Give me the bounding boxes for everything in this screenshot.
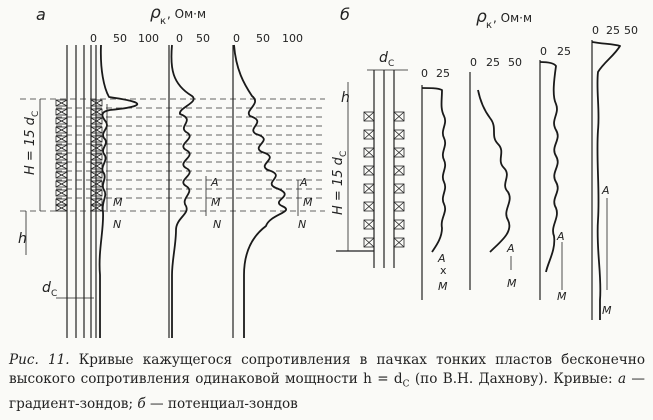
curve-a2-label-N: N [213, 218, 221, 231]
curve-b3 [539, 61, 559, 273]
panel-a-scale1-100: 100 [138, 32, 159, 45]
panel-b-scale3-25: 25 [557, 45, 571, 58]
curve-b2 [477, 89, 511, 253]
panel-b-scale4-0: 0 [592, 24, 599, 37]
curve-a2-label-A: A [210, 176, 219, 189]
curve-a3 [233, 44, 287, 338]
caption-a-text: — градиент-зондов; [9, 371, 645, 412]
curve-b1-marker: x [440, 264, 447, 277]
layer-boundaries [20, 98, 325, 212]
panel-b-rho-subscript: к [486, 20, 492, 31]
panel-b-scale1-0: 0 [421, 67, 428, 80]
curve-a3-label-A: A [299, 176, 308, 189]
panel-a-rho-subscript: к [160, 16, 166, 27]
panel-b-scale2-0: 0 [470, 56, 477, 69]
curve-a1-label-M: M [113, 196, 123, 209]
panel-b-scale4-50: 50 [624, 24, 638, 37]
curve-a1-label-N: N [113, 218, 121, 231]
panel-b-scale2-50: 50 [508, 56, 522, 69]
curve-b3-label-M: M [557, 290, 567, 303]
H-dimension-subscript: C [31, 111, 41, 117]
thin-layers-b [363, 111, 405, 248]
panel-a-scale2-0: 0 [176, 32, 183, 45]
curve-b1-label-M: M [438, 280, 448, 293]
figure: а ρ к , Ом·м 0 50 100 0 50 0 50 100 [18, 3, 638, 338]
figure-caption: Рис. 11. Кривые кажущегося сопротивления… [9, 351, 645, 414]
panel-b-rho-symbol: ρ [476, 7, 487, 27]
panel-a-rho-unit: , Ом·м [167, 7, 206, 21]
panel-a-scale2-50: 50 [196, 32, 210, 45]
panel-b-scale2-25: 25 [486, 56, 500, 69]
dc-label-a: d [42, 280, 51, 296]
curve-b2-label-M: M [507, 277, 517, 290]
panel-b-label: б [340, 5, 350, 24]
curve-a2-label-M: M [211, 196, 221, 209]
caption-text-2: (по В.Н. Дахнову). Кривые: [409, 371, 618, 387]
caption-b-label: б [137, 395, 146, 412]
curve-b3-label-A: A [556, 230, 565, 243]
dc-sub-a: C [51, 289, 57, 299]
curve-a1 [98, 44, 138, 338]
panel-a-scale3-100: 100 [282, 32, 303, 45]
panel-a-scale3-50: 50 [256, 32, 270, 45]
dc-sub-b: C [388, 59, 394, 69]
panel-b: б ρ к , Ом·м d C 0 25 0 25 50 0 25 0 25 … [331, 5, 638, 320]
curve-a2 [170, 44, 195, 338]
H-dimension-label: H = 15 d [23, 116, 38, 175]
panel-a-scale3-0: 0 [233, 32, 240, 45]
curve-b4 [591, 41, 621, 320]
h-dimension-label-b: h [341, 90, 350, 106]
panel-a-scale1-0: 0 [90, 32, 97, 45]
panel-a-rho-symbol: ρ [150, 3, 161, 23]
curve-b2-label-A: A [506, 242, 515, 255]
caption-figure-label: Рис. 11. [9, 352, 70, 368]
caption-text-subscript: C [402, 379, 410, 390]
curve-b4-label-A: A [601, 184, 610, 197]
H-dimension-label-b: H = 15 d [331, 156, 346, 215]
panel-b-rho-unit: , Ом·м [493, 11, 532, 25]
panel-b-scale4-25: 25 [606, 24, 620, 37]
panel-a-scale1-50: 50 [113, 32, 127, 45]
curve-b4-label-M: M [602, 304, 612, 317]
curve-a3-label-N: N [298, 218, 306, 231]
panel-b-scale3-0: 0 [540, 45, 547, 58]
caption-text: Кривые кажущегося сопротивления в пачках… [9, 352, 645, 387]
dc-label-b: d [379, 50, 388, 66]
h-dimension-label: h [18, 231, 27, 247]
H-dimension-subscript-b: C [339, 151, 349, 157]
caption-b-text: — потенциал-зондов [145, 395, 298, 412]
caption-a-label: а [617, 371, 627, 387]
panel-a-label: а [36, 5, 46, 24]
panel-b-scale1-25: 25 [436, 67, 450, 80]
curve-a3-label-M: M [303, 196, 313, 209]
curve-b1-label-A: A [437, 252, 446, 265]
panel-a: а ρ к , Ом·м 0 50 100 0 50 0 50 100 [18, 3, 325, 338]
curve-b1 [421, 87, 447, 253]
